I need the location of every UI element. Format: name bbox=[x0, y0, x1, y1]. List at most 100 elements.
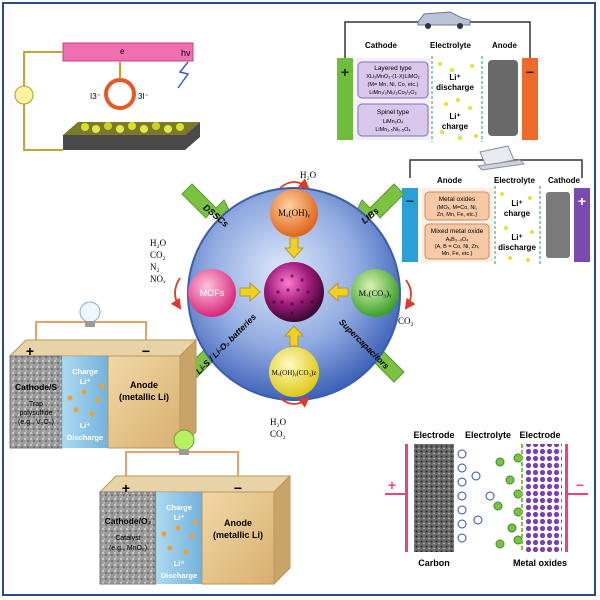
arrow-gases-bottom bbox=[279, 396, 310, 408]
lib-top-minus: − bbox=[526, 64, 534, 80]
metal-oxides-formula-1: (MOₓ, M=Co, Ni, bbox=[437, 205, 478, 211]
node-carbonate bbox=[351, 269, 399, 317]
lis-ions bbox=[67, 383, 105, 417]
co2-right: CO₂ bbox=[398, 316, 414, 326]
lib-top-charge: charge bbox=[442, 122, 469, 131]
lis-trap-3: (e.g., V₂O₅) bbox=[18, 419, 54, 426]
dssc-dye-particles bbox=[81, 122, 184, 133]
sc-cations bbox=[493, 453, 523, 549]
sc-panel: Electrode Electrolyte Electrode + − Carb… bbox=[385, 430, 588, 568]
lio2-cathode-label: Cathode/O₂ bbox=[105, 516, 152, 526]
lib-top-positive-collector bbox=[337, 58, 353, 140]
lio2-panel: + − Cathode/O₂ Catalyst (e.g., MnO₂) Cha… bbox=[98, 429, 292, 586]
lib-mid-negative-collector bbox=[402, 188, 418, 262]
lio2-electrolyte bbox=[156, 492, 202, 584]
lib-top-electrolyte-dots bbox=[438, 62, 478, 140]
node-mofs bbox=[188, 269, 236, 317]
lib-mid-electrolyte-dots bbox=[500, 192, 534, 262]
mixed-metal-oxide-formula-2: (A, B = Co, Ni, Zn, bbox=[435, 244, 480, 250]
bulb-icon bbox=[79, 301, 101, 323]
lio2-catalyst-1: Catalyst bbox=[115, 535, 140, 542]
lightning-icon bbox=[177, 61, 190, 89]
spinel-type-box bbox=[357, 103, 429, 137]
lib-top-cathode-label: Cathode bbox=[365, 41, 398, 50]
lib-top-electrolyte-label: Electrolyte bbox=[430, 41, 471, 50]
mixed-metal-oxide-title: Mixed metal oxide bbox=[431, 228, 484, 235]
sc-electrolyte: Electrolyte bbox=[465, 430, 511, 440]
lis-cathode-label: Cathode/S bbox=[15, 382, 57, 392]
lio2-catalyst-2: (e.g., MnO₂) bbox=[109, 545, 147, 552]
spinel-formula-2: LiMn₁.₅Ni₀.₅O₄ bbox=[375, 127, 411, 133]
core-sphere-pores bbox=[272, 274, 314, 315]
node-hydroxide-label: Mₓ(OH)ᵧ bbox=[278, 208, 311, 219]
lio2-li-2: Li⁺ bbox=[174, 559, 185, 568]
lib-top-negative-collector bbox=[522, 58, 538, 140]
lio2-plus: + bbox=[122, 480, 130, 496]
lib-mid-cathode-label: Cathode bbox=[548, 176, 581, 185]
core-sphere bbox=[264, 262, 324, 322]
lis-anode-1: Anode bbox=[130, 380, 158, 390]
left-gases: H₂O CO₂ N₂ NOₓ bbox=[150, 238, 167, 284]
lis-trap-1: Trap bbox=[29, 401, 43, 408]
mixed-metal-oxide-formula-1: AₓB₃₋ₓO₄ bbox=[446, 237, 469, 243]
arrow-right-to-core bbox=[327, 281, 349, 303]
h2o-top: H₂O bbox=[300, 170, 317, 180]
layered-title: Layered type bbox=[374, 65, 412, 72]
lib-top-wire bbox=[344, 21, 531, 58]
dssc-light: hν bbox=[181, 48, 191, 58]
dssc-substrate bbox=[63, 122, 200, 150]
sc-carbon-label: Carbon bbox=[418, 558, 450, 568]
center-hub: DSSCs LIBs Li-S / Li-O₂ batteries Superc… bbox=[150, 170, 416, 439]
spinel-formula-1: LiMn₂O₄ bbox=[383, 119, 404, 125]
lis-electrolyte bbox=[62, 356, 108, 448]
sc-electrode-left: Electrode bbox=[413, 430, 454, 440]
lis-li-2: Li⁺ bbox=[80, 421, 91, 430]
arrow-co2-right bbox=[404, 279, 416, 310]
arrow-top-to-core bbox=[283, 237, 305, 259]
node-hydroxide bbox=[270, 189, 318, 237]
dssc-redox-cycle bbox=[104, 78, 136, 110]
lio2-charge: Charge bbox=[166, 503, 192, 512]
lib-mid-li-1: Li⁺ bbox=[511, 199, 522, 208]
left-gas: H₂O bbox=[150, 238, 167, 248]
lis-charge: Charge bbox=[72, 367, 98, 376]
sc-anions bbox=[457, 449, 495, 543]
lib-mid-positive-collector bbox=[574, 188, 590, 262]
lib-mid-discharge: discharge bbox=[498, 243, 536, 252]
arrow-bottom-to-core bbox=[283, 325, 305, 347]
laptop-icon bbox=[476, 145, 526, 171]
lio2-side-face bbox=[273, 474, 291, 586]
sc-carbon-electrode bbox=[414, 444, 454, 552]
lib-top-graphite-anode bbox=[488, 60, 518, 136]
lib-top-plus: + bbox=[341, 64, 349, 80]
arrow-gases-left bbox=[170, 277, 182, 310]
lio2-ions bbox=[161, 519, 199, 555]
dssc-top-electrode bbox=[62, 42, 194, 62]
bulb-icon bbox=[173, 429, 195, 451]
sc-electrode-right: Electrode bbox=[519, 430, 560, 440]
lis-panel: + − Cathode/S Trap polysulfide (e.g., V₂… bbox=[8, 301, 198, 450]
lib-mid-charge: charge bbox=[504, 209, 531, 218]
layered-formula-1: XLi₂MnO₃·(1-X)LiMO₂ bbox=[366, 74, 420, 80]
lib-top-li-1: Li⁺ bbox=[449, 73, 460, 82]
node-mofs-label: MOFs bbox=[200, 288, 225, 298]
bottom-gas: CO₂ bbox=[270, 429, 286, 439]
lis-minus: − bbox=[142, 343, 150, 359]
lis-li-1: Li⁺ bbox=[80, 377, 91, 386]
lio2-anode-block bbox=[201, 491, 275, 585]
mixed-metal-oxide-box bbox=[424, 223, 490, 260]
sc-metal-oxide-electrode bbox=[526, 444, 562, 552]
lio2-anode-1: Anode bbox=[224, 518, 252, 528]
layered-formula-3: LiMn₁/₃Ni₁/₃Co₁/₃O₂ bbox=[369, 90, 416, 96]
lis-cathode-block bbox=[9, 355, 63, 449]
spinel-title: Spinel type bbox=[377, 109, 410, 116]
lib-mid-anode-label: Anode bbox=[437, 176, 462, 185]
bulb-base bbox=[85, 321, 95, 327]
lib-mid-cathode-block bbox=[546, 192, 570, 258]
lib-mid-panel: Anode Electrolyte Cathode − Metal oxides… bbox=[402, 145, 590, 264]
left-gas: N₂ bbox=[150, 262, 160, 272]
layered-type-box bbox=[357, 61, 429, 99]
